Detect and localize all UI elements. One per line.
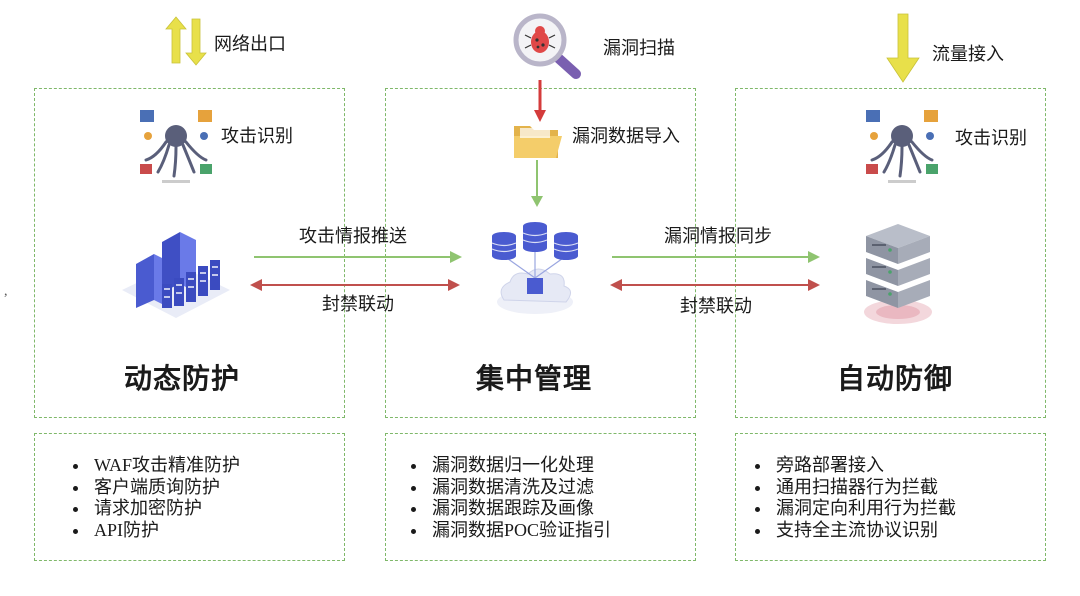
right-attack-identification-illustration-icon: [862, 102, 942, 186]
list-item: WAF攻击精准防护: [90, 455, 240, 477]
left-feature-box: [34, 433, 345, 561]
list-item: 漏洞数据POC验证指引: [428, 520, 611, 542]
right-attack-id-label: 攻击识别: [955, 128, 1027, 148]
list-item: 通用扫描器行为拦截: [772, 477, 956, 499]
import-to-db-arrow: [531, 160, 543, 207]
vuln-scan-label: 漏洞扫描: [603, 38, 675, 58]
network-exit-label: 网络出口: [214, 34, 286, 54]
list-item: 客户端质询防护: [90, 477, 240, 499]
auto-defense-server-icon: [864, 224, 932, 324]
left-panel-title: 动态防护: [124, 364, 241, 395]
dynamic-protection-firewall-icon: [122, 232, 230, 318]
center-feature-list: 漏洞数据归一化处理 漏洞数据清洗及过滤 漏洞数据跟踪及画像 漏洞数据POC验证指…: [400, 455, 611, 541]
left-push-arrow: [254, 251, 462, 263]
center-feature-box: [385, 433, 696, 561]
network-exit-icon: [165, 16, 207, 66]
center-panel-title: 集中管理: [476, 364, 593, 395]
attack-identification-illustration-icon: [136, 102, 216, 186]
list-item: API防护: [90, 520, 240, 542]
left-push-arrow-label: 攻击情报推送: [299, 226, 407, 246]
right-panel: [735, 88, 1046, 418]
stray-comma-mark: ,: [4, 284, 8, 299]
right-panel-title: 自动防御: [837, 364, 954, 395]
left-panel: [34, 88, 345, 418]
right-feature-list: 旁路部署接入 通用扫描器行为拦截 漏洞定向利用行为拦截 支持全主流协议识别: [744, 455, 956, 541]
central-database-cloud-icon: [491, 222, 579, 314]
vuln-scan-magnifier-icon: [513, 13, 581, 79]
list-item: 漏洞定向利用行为拦截: [772, 498, 956, 520]
left-attack-id-label: 攻击识别: [221, 126, 293, 146]
traffic-in-arrow-icon: [886, 13, 920, 83]
vuln-data-import-folder-icon: [514, 126, 562, 158]
list-item: 漏洞数据跟踪及画像: [428, 498, 611, 520]
list-item: 支持全主流协议识别: [772, 520, 956, 542]
list-item: 旁路部署接入: [772, 455, 956, 477]
left-feature-list: WAF攻击精准防护 客户端质询防护 请求加密防护 API防护: [62, 455, 240, 541]
traffic-in-label: 流量接入: [932, 44, 1004, 64]
list-item: 漏洞数据归一化处理: [428, 455, 611, 477]
list-item: 漏洞数据清洗及过滤: [428, 477, 611, 499]
left-ban-arrow-label: 封禁联动: [322, 294, 394, 314]
right-sync-arrow-label: 漏洞情报同步: [664, 226, 772, 246]
scan-to-import-arrow: [534, 80, 546, 122]
left-ban-arrow: [250, 279, 460, 291]
list-item: 请求加密防护: [90, 498, 240, 520]
right-feature-box: [735, 433, 1046, 561]
right-ban-arrow-label: 封禁联动: [680, 296, 752, 316]
vuln-import-label: 漏洞数据导入: [572, 126, 680, 146]
right-ban-arrow: [610, 279, 820, 291]
right-sync-arrow: [612, 251, 820, 263]
